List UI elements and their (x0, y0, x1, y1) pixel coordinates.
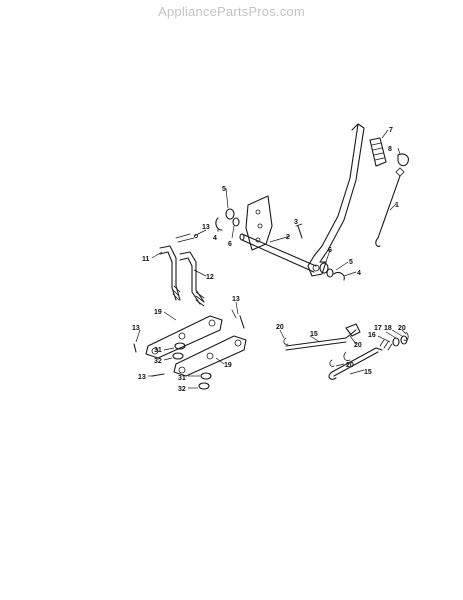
callout-13: 13 (138, 374, 146, 381)
bolt-3 (295, 223, 303, 239)
callout-7: 7 (389, 127, 393, 134)
callout-32: 32 (178, 386, 186, 393)
callout-32: 32 (154, 358, 162, 365)
rod-15-upper (285, 323, 361, 351)
lift-arm-upper (145, 315, 223, 359)
callout-6: 6 (328, 247, 332, 254)
callout-3: 3 (294, 219, 298, 226)
callout-13: 13 (202, 224, 210, 231)
callout-5: 5 (349, 259, 353, 266)
callout-4: 4 (357, 270, 361, 277)
bushing-lower (319, 262, 334, 278)
callout-5: 5 (222, 186, 226, 193)
callout-16: 16 (368, 332, 376, 339)
callout-17: 17 (374, 325, 382, 332)
bushing-upper (225, 208, 240, 227)
callout-2: 2 (286, 234, 290, 241)
pad-clip (397, 153, 409, 167)
callout-6: 6 (228, 241, 232, 248)
return-spring (375, 167, 405, 247)
callout-12: 12 (206, 274, 214, 281)
callout-15: 15 (310, 331, 318, 338)
callout-20: 20 (276, 324, 284, 331)
link-11 (159, 245, 181, 301)
callout-1: 1 (395, 202, 399, 209)
pedal-lever (307, 123, 365, 277)
callout-20: 20 (398, 325, 406, 332)
callout-15: 15 (364, 369, 372, 376)
washers-31-32 (172, 342, 212, 390)
callout-31: 31 (178, 375, 186, 382)
pedal-pad (369, 137, 387, 167)
spring-16 (379, 339, 393, 351)
callout-18: 18 (384, 325, 392, 332)
clips-20 (283, 331, 409, 367)
callout-20: 20 (354, 342, 362, 349)
link-12 (179, 251, 205, 307)
clip-upper (215, 217, 223, 231)
callout-11: 11 (142, 256, 150, 263)
callout-31: 31 (154, 347, 162, 354)
leader-lines (135, 129, 407, 389)
callout-20: 20 (346, 362, 354, 369)
lift-arm-lower (173, 335, 247, 377)
callout-13: 13 (232, 296, 240, 303)
rod-15-lower (328, 347, 383, 380)
callout-4: 4 (213, 235, 217, 242)
callout-13: 13 (132, 325, 140, 332)
cross-shaft (239, 233, 317, 273)
cotter-pins-upper (175, 233, 198, 243)
watermark: AppliancePartsPros.com (158, 4, 305, 19)
callout-8: 8 (388, 146, 392, 153)
clip-lower (333, 271, 345, 281)
callout-19: 19 (154, 309, 162, 316)
callout-19: 19 (224, 362, 232, 369)
